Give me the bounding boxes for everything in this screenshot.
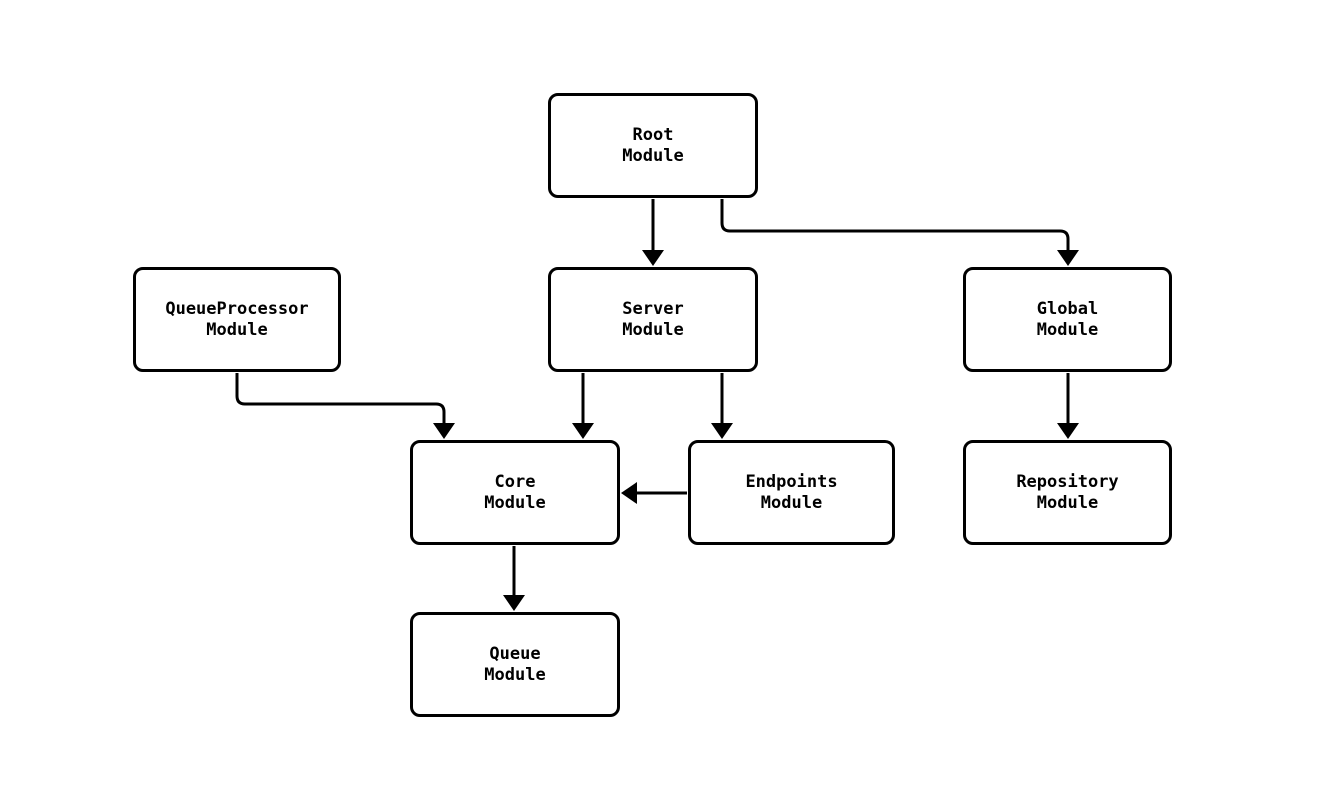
arrowhead-root-to-server <box>642 250 664 266</box>
node-label-line2: Module <box>484 492 546 513</box>
edge-root-to-global <box>720 199 1070 251</box>
node-endpoints-module: Endpoints Module <box>688 440 895 545</box>
node-label-line1: Repository <box>1016 471 1119 492</box>
node-label-line2: Module <box>1036 492 1099 513</box>
arrowhead-core-to-queue <box>503 595 525 611</box>
node-endpoints-module-label: Endpoints Module <box>745 472 837 514</box>
node-label-line1: Endpoints <box>745 471 838 492</box>
arrowhead-server-to-core <box>572 423 594 439</box>
node-queueprocessor-module-label: QueueProcessor Module <box>165 299 308 341</box>
node-label-line1: Server <box>622 298 684 319</box>
node-root-module-label: Root Module <box>622 125 683 167</box>
node-core-module-label: Core Module <box>484 472 545 514</box>
arrowhead-endpoints-to-core <box>621 482 637 504</box>
node-label-line2: Module <box>1036 319 1099 340</box>
node-label-line1: Core <box>494 471 536 492</box>
node-server-module-label: Server Module <box>622 299 683 341</box>
arrowhead-queueprocessor-to-core <box>433 423 455 439</box>
edge-queueprocessor-to-core <box>235 373 446 424</box>
node-root-module: Root Module <box>548 93 758 198</box>
node-label-line2: Module <box>622 319 684 340</box>
node-global-module: Global Module <box>963 267 1172 372</box>
node-label-line2: Module <box>484 664 546 685</box>
node-queueprocessor-module: QueueProcessor Module <box>133 267 341 372</box>
node-label-line1: QueueProcessor <box>165 298 309 319</box>
node-repository-module: Repository Module <box>963 440 1172 545</box>
node-label-line2: Module <box>622 145 684 166</box>
node-label-line1: Queue <box>489 643 541 664</box>
node-repository-module-label: Repository Module <box>1016 472 1118 514</box>
node-label-line2: Module <box>206 319 268 340</box>
node-global-module-label: Global Module <box>1037 299 1098 341</box>
arrowhead-root-to-global <box>1057 250 1079 266</box>
node-core-module: Core Module <box>410 440 620 545</box>
node-server-module: Server Module <box>548 267 758 372</box>
arrowhead-server-to-endpoints <box>711 423 733 439</box>
node-label-line1: Global <box>1036 298 1099 319</box>
node-label-line2: Module <box>760 492 823 513</box>
node-label-line1: Root <box>632 124 674 145</box>
node-queue-module: Queue Module <box>410 612 620 717</box>
node-queue-module-label: Queue Module <box>484 644 545 686</box>
arrowhead-global-to-repository <box>1057 423 1079 439</box>
